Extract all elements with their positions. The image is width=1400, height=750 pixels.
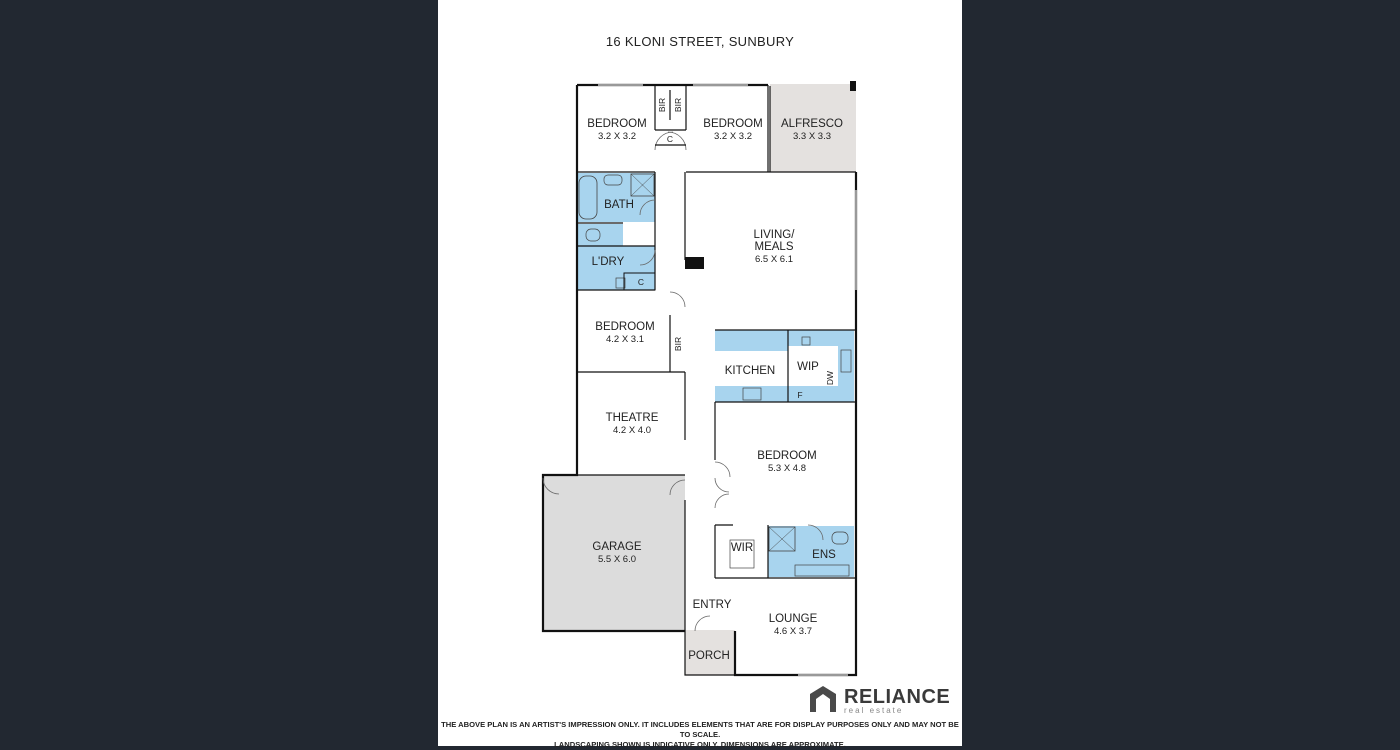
entry-name: ENTRY [693,599,732,611]
bedroom2-name: BEDROOM [703,118,762,130]
door-wir-2 [714,493,730,509]
kitchen-bench-bottom [715,386,788,402]
dw-label: DW [825,371,835,385]
porch-name: PORCH [688,650,730,662]
door-laundry [639,249,656,266]
bath-name: BATH [604,199,634,211]
ens-shower-cross-2 [768,526,796,552]
living-dim: 6.5 X 6.1 [755,254,793,265]
wc-area [578,224,623,246]
door-ens [807,524,824,541]
laundry-cupboard [623,272,656,291]
porch-wall [684,631,735,676]
door-bed2 [667,131,687,151]
bedroom1-name: BEDROOM [587,118,646,130]
living-name-1: LIVING/ [754,229,796,241]
cupboard-label-1: C [667,134,673,144]
ensuite-toilet [831,531,849,545]
wip-sink [840,349,852,373]
theatre-dim: 4.2 X 4.0 [613,425,651,436]
property-address-title: 16 KLONI STREET, SUNBURY [605,34,795,49]
trough [615,277,626,289]
disclaimer-line-2: LANDSCAPING SHOWN IS INDICATIVE ONLY. DI… [554,740,846,749]
disclaimer: THE ABOVE PLAN IS AN ARTIST'S IMPRESSION… [438,720,962,750]
door-garage [669,479,686,496]
ensuite-vanity [794,564,850,577]
theatre-name: THEATRE [606,412,659,424]
reliance-logo-text: RELIANCE [844,686,951,708]
cooktop [742,387,762,401]
door-bed3 [669,291,686,308]
wip-name: WIP [797,361,819,373]
kitchen-sink [801,336,811,346]
laundry-area [578,246,655,290]
garage-name: GARAGE [592,541,642,553]
bedroom2-dim: 3.2 X 3.2 [714,131,752,142]
bedroom4-dim: 5.3 X 4.8 [768,463,806,474]
ens-name: ENS [812,549,836,561]
reliance-logo-icon [810,686,836,712]
wir-name: WIR [731,542,753,554]
lounge-name: LOUNGE [769,613,818,625]
fridge-label: F [797,390,802,400]
alfresco-name: ALFRESCO [781,118,843,130]
alfresco-dim: 3.3 X 3.3 [793,131,831,142]
door-garage-side [542,477,560,495]
door-bed4 [714,461,731,478]
kitchen-name: KITCHEN [725,365,775,377]
ensuite-area [768,526,854,577]
outer-wall-east [733,172,858,677]
kitchen-bench-top [715,330,788,351]
bathtub [578,175,598,220]
bath-area [578,173,655,222]
door-bath [639,199,656,216]
bedroom4-name: BEDROOM [757,450,816,462]
alfresco-area [770,84,856,172]
structural-column [685,257,704,269]
living-name-2: MEALS [755,241,794,253]
lounge-dim: 4.6 X 3.7 [774,626,812,637]
bir-label-2: BIR [673,98,683,112]
cupboard-label-2: C [638,277,644,287]
wip-shelving-bottom [788,386,854,402]
garage-area [543,475,685,631]
wip-shelving-side [838,346,854,386]
outer-wall-west [541,85,685,633]
laundry-name: L'DRY [592,256,625,268]
ensuite-shower [768,526,796,552]
reliance-logo-tagline: real estate [844,706,904,715]
door-wir-1 [714,477,730,493]
bedroom3-dim: 4.2 X 3.1 [606,334,644,345]
vanity-basin [603,174,623,186]
bir-label-1: BIR [657,98,667,112]
floor-plan-drawing: BEDROOM 3.2 X 3.2 BEDROOM 3.2 X 3.2 ALFR… [541,81,858,677]
toilet [585,228,601,242]
disclaimer-line-1: THE ABOVE PLAN IS AN ARTIST'S IMPRESSION… [441,720,959,739]
shower [630,173,655,197]
wir-hanging [729,539,755,569]
shower-cross-2 [630,173,655,197]
bedroom3-name: BEDROOM [595,321,654,333]
bedroom1-dim: 3.2 X 3.2 [598,131,636,142]
wip-shelving-top [788,330,854,346]
door-entry [694,615,711,632]
garage-dim: 5.5 X 6.0 [598,554,636,565]
bir-label-3: BIR [673,337,683,351]
floor-plan-sheet: 16 KLONI STREET, SUNBURY [438,0,962,749]
porch-area [685,630,735,675]
